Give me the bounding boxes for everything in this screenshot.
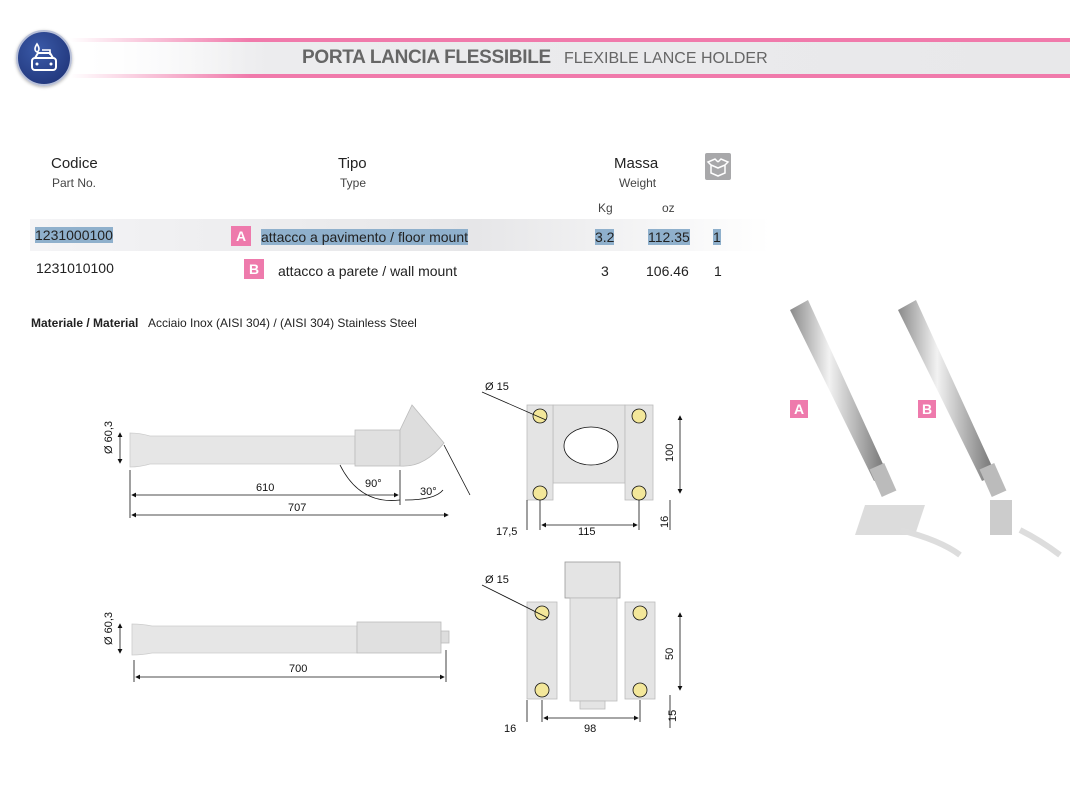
car-wash-logo-icon [16,30,72,86]
b-plate-edge: 16 [504,723,516,735]
technical-drawings: Ø 60,3 610 707 90° 30° Ø 15 100 17,5 115… [103,381,683,735]
page-subtitle: FLEXIBLE LANCE HOLDER [564,50,768,67]
col-type-subheader: Type [340,176,367,190]
photo-label-b: B [918,400,936,418]
row-a-qty[interactable]: 1 [713,229,721,245]
header-band [70,38,1070,86]
material-label: Materiale / Material [31,316,139,330]
a-angle-30: 30° [420,486,437,498]
b-diameter: Ø 60,3 [103,612,115,645]
row-b-code: 1231010100 [36,260,114,276]
row-a-type[interactable]: attacco a pavimento / floor mount [261,229,468,245]
b-plate-width: 98 [584,723,596,735]
page-title: PORTA LANCIA FLESSIBILE [302,47,551,68]
row-b-oz: 106.46 [646,263,689,279]
row-a-code[interactable]: 1231000100 [35,227,113,243]
col-code-header: Codice [51,155,98,172]
col-type-header: Tipo [338,155,367,172]
package-box-icon [705,153,731,180]
row-b-qty: 1 [714,263,722,279]
row-a-kg[interactable]: 3.2 [595,229,615,245]
a-length-610: 610 [256,482,274,494]
a-hole-dia: Ø 15 [485,381,509,393]
drawing-a-side [117,404,471,518]
b-plate-height: 50 [664,648,676,660]
a-plate-width: 115 [578,526,596,538]
product-photo [790,300,1062,558]
b-plate-bottom: 15 [667,710,679,722]
col-weight-header: Massa [614,155,659,172]
col-kg: Kg [598,201,613,215]
a-length-707: 707 [288,502,306,514]
lance-holder-b-image [898,300,1062,558]
row-a-oz[interactable]: 112.35 [648,229,690,245]
material-value: Acciaio Inox (AISI 304) / (AISI 304) Sta… [148,316,417,330]
a-plate-bottom: 16 [659,516,671,528]
a-angle-90: 90° [365,478,382,490]
photo-label-a: A [790,400,808,418]
lance-holder-a-image [790,300,962,558]
col-oz: oz [662,201,675,215]
a-diameter: Ø 60,3 [103,421,115,454]
a-plate-height: 100 [664,444,676,462]
row-b-kg: 3 [601,263,609,279]
row-a-badge: A [231,226,251,246]
row-b-type: attacco a parete / wall mount [278,263,457,279]
drawing-a-plate [481,391,683,530]
drawing-b-plate [481,561,683,728]
b-hole-dia: Ø 15 [485,574,509,586]
drawing-b-side [117,621,450,682]
row-b-badge: B [244,259,264,279]
a-plate-edge: 17,5 [496,526,517,538]
col-code-subheader: Part No. [52,176,97,190]
col-weight-subheader: Weight [619,176,657,190]
b-length-700: 700 [289,663,307,675]
